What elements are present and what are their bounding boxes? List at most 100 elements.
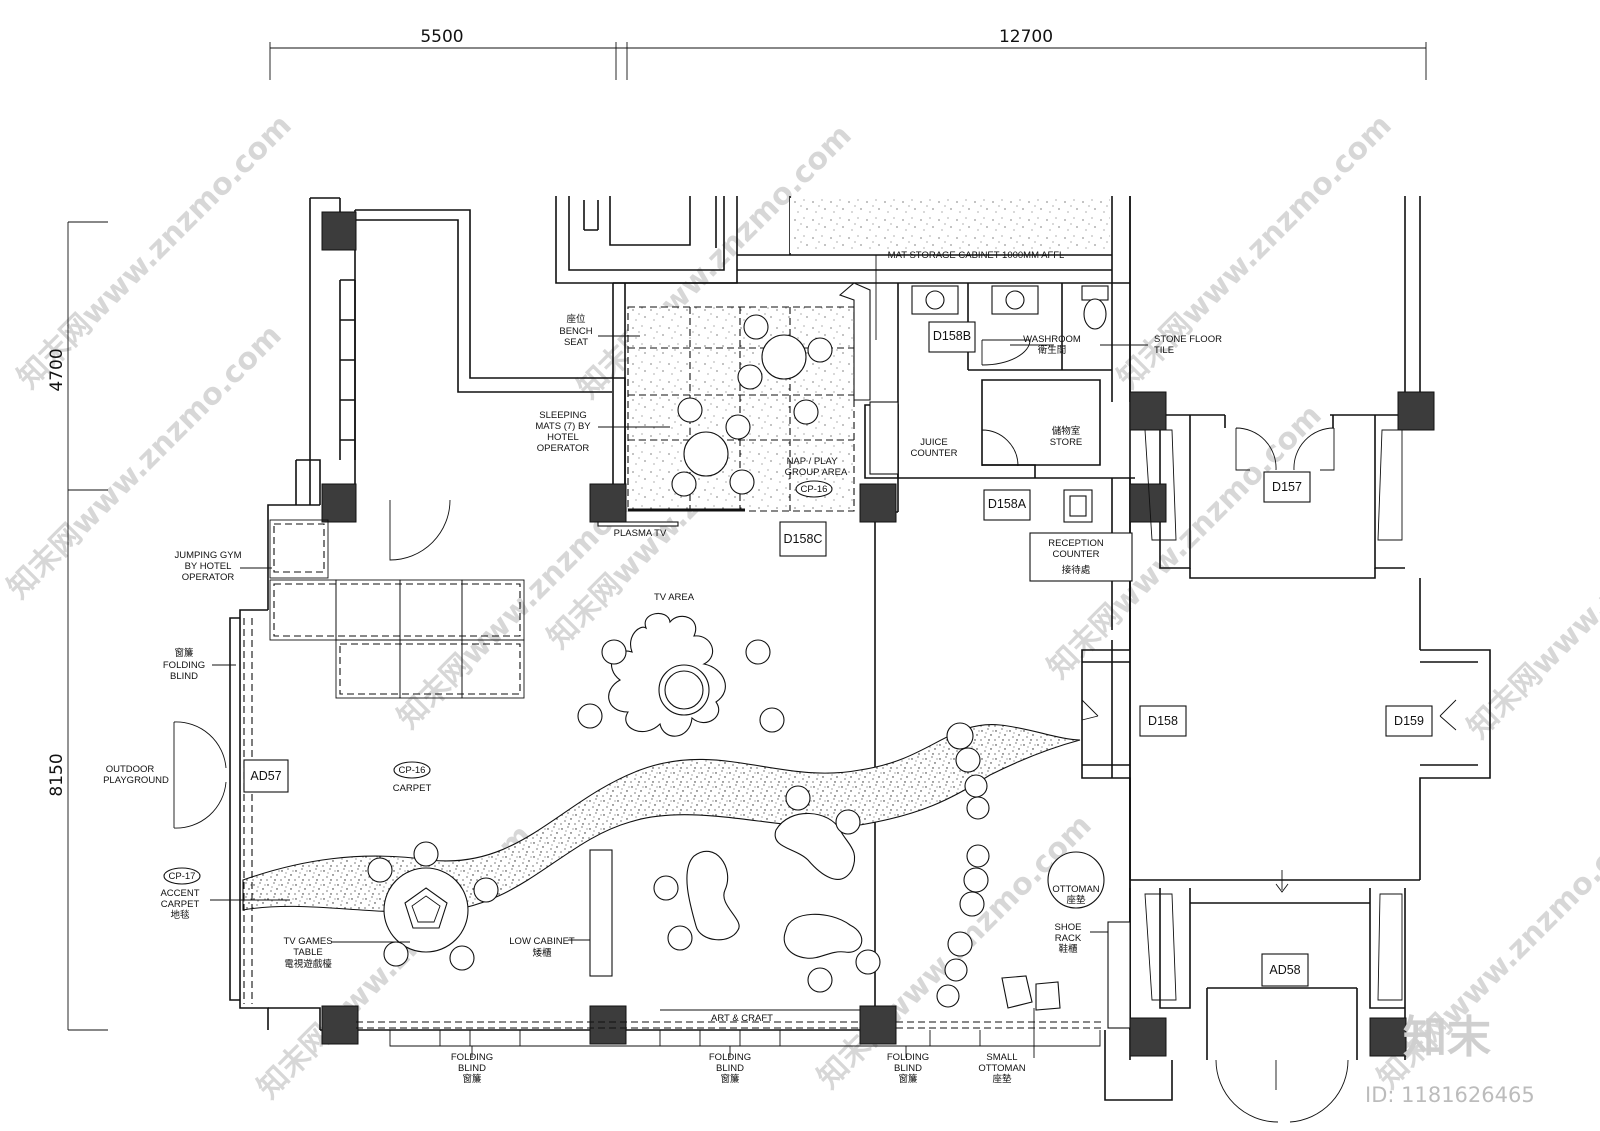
ottoman-label-cn: 座墊 — [1066, 894, 1086, 906]
folding-blind-label: BLIND — [458, 1063, 486, 1074]
image-id-watermark: ID: 1181626465 — [1365, 1083, 1535, 1107]
columns — [321, 211, 1435, 1057]
jumping-gym-label: BY HOTEL — [185, 561, 232, 572]
carpet-tags: CP-16 CP-16 CP-17 — [163, 480, 833, 885]
reception-label-cn: 接待處 — [1062, 564, 1091, 576]
folding-blind-label: FOLDING — [887, 1052, 929, 1063]
room-furniture-right — [1144, 429, 1403, 1001]
dimension-lines — [67, 42, 1427, 1031]
reception-label: COUNTER — [1053, 549, 1100, 560]
dimension-left-bottom: 8150 — [47, 753, 67, 796]
door-tag-d157: D157 — [1272, 480, 1302, 494]
ottoman — [1047, 851, 1105, 909]
nap-seating — [671, 314, 833, 497]
nap-area-label: NAP / PLAY — [787, 456, 839, 467]
plasma-tv-mount — [597, 521, 679, 527]
brand-watermark: 知末 — [1403, 1012, 1491, 1063]
leader-lines — [210, 255, 1148, 1058]
folding-blind-label: FOLDING — [451, 1052, 493, 1063]
accent-carpet — [242, 724, 1081, 913]
dimension-top-left: 5500 — [420, 27, 463, 47]
sleeping-mats-label: MATS (7) BY — [535, 421, 591, 432]
accent-carpet-label: CARPET — [161, 899, 200, 910]
jumping-gym-label: JUMPING GYM — [174, 550, 241, 561]
tv-games-table-label: TABLE — [293, 947, 322, 958]
door-tag-d158b: D158B — [933, 329, 971, 343]
watermark-text: 知末网www.znzmo.com — [1461, 458, 1600, 746]
tv-area-seating — [577, 612, 785, 737]
folding-blinds — [243, 618, 1104, 1047]
door-tag-d158a: D158A — [988, 497, 1027, 511]
nap-area-label: GROUP AREA — [785, 467, 848, 478]
shoe-rack-label: SHOE — [1055, 922, 1082, 933]
door-tag-d158c: D158C — [784, 532, 823, 546]
stone-floor-label: TILE — [1154, 345, 1174, 356]
store-label: STORE — [1050, 437, 1083, 448]
small-ottoman-label: OTTOMAN — [978, 1063, 1025, 1074]
sleeping-mats-label: SLEEPING — [539, 410, 587, 421]
room-labels: MAT STORAGE CABINET 1000MM AFFL 座位 BENCH… — [103, 250, 1222, 1085]
store-label-cn: 儲物室 — [1052, 425, 1081, 437]
small-ottoman-label-cn: 座墊 — [992, 1073, 1012, 1085]
folding-blind-label-cn: 窗簾 — [898, 1073, 918, 1085]
outdoor-playground-label: PLAYGROUND — [103, 775, 169, 786]
jumping-gym-label: OPERATOR — [182, 572, 235, 583]
juice-counter-label: JUICE — [920, 437, 947, 448]
folding-blind-label-cn: 窗簾 — [174, 647, 194, 659]
outdoor-playground-label: OUTDOOR — [106, 764, 155, 775]
washroom-fixtures — [911, 285, 1109, 467]
play-blobs — [653, 785, 881, 993]
folding-blind-label-cn: 窗簾 — [462, 1073, 482, 1085]
door-tag-d159: D159 — [1394, 714, 1424, 728]
tv-games-table-label: TV GAMES — [283, 936, 332, 947]
folding-blind-label: FOLDING — [163, 660, 205, 671]
folding-blind-label: BLIND — [716, 1063, 744, 1074]
door-tag-d158: D158 — [1148, 714, 1178, 728]
door-tags: D158B D158A D158C D157 D158 D159 AD57 AD… — [243, 321, 1433, 987]
door-tag-ad57: AD57 — [250, 769, 281, 783]
low-cabinet-label-cn: 矮櫃 — [532, 947, 552, 959]
reception-label: RECEPTION — [1048, 538, 1104, 549]
jumping-gym — [269, 519, 525, 699]
dimension-top-right: 12700 — [999, 27, 1053, 47]
folding-blind-label: FOLDING — [709, 1052, 751, 1063]
art-craft-label: ART & CRAFT — [711, 1013, 773, 1024]
small-ottoman-label: SMALL — [986, 1052, 1017, 1063]
sleeping-mats-label: HOTEL — [547, 432, 579, 443]
reception — [1029, 489, 1133, 582]
folding-blind-label: BLIND — [894, 1063, 922, 1074]
accent-carpet-label: ACCENT — [160, 888, 199, 899]
washroom-label: WASHROOM — [1023, 334, 1081, 345]
tv-games-table — [367, 841, 499, 971]
folding-blind-label-cn: 窗簾 — [720, 1073, 740, 1085]
plasma-tv-label: PLASMA TV — [614, 528, 667, 539]
juice-counter — [869, 401, 899, 475]
carpet-tag-cp16: CP-16 — [801, 484, 828, 495]
low-cabinet-label: LOW CABINET — [509, 936, 575, 947]
carpet-tag-cp16: CP-16 — [399, 765, 426, 776]
shoe-rack-label: RACK — [1055, 933, 1082, 944]
bench-seat-label-cn: 座位 — [566, 313, 586, 325]
shoe-rack — [1107, 921, 1131, 1029]
washroom-label-cn: 衛生間 — [1038, 344, 1067, 356]
low-cabinet — [589, 849, 613, 977]
sleeping-mats-label: OPERATOR — [537, 443, 590, 454]
mat-storage-label: MAT STORAGE CABINET 1000MM AFFL — [888, 250, 1065, 261]
mat-storage-cabinet — [838, 282, 871, 401]
tv-area-label: TV AREA — [654, 592, 695, 603]
stone-tile-floor — [790, 198, 1110, 253]
dimension-left-top: 4700 — [47, 348, 67, 391]
juice-counter-label: COUNTER — [911, 448, 958, 459]
bench-seat-label: SEAT — [564, 337, 588, 348]
ottoman-label: OTTOMAN — [1052, 884, 1099, 895]
accent-carpet-label-cn: 地毯 — [170, 909, 190, 921]
stone-floor-label: STONE FLOOR — [1154, 334, 1222, 345]
bench-seat-label: BENCH — [559, 326, 592, 337]
folding-blind-label: BLIND — [170, 671, 198, 682]
shoe-rack-label-cn: 鞋櫃 — [1058, 943, 1078, 955]
stepping-stools — [936, 722, 990, 1008]
carpet-tag-cp17: CP-17 — [169, 871, 196, 882]
tv-games-table-label-cn: 電視遊戲檯 — [284, 958, 332, 970]
carpet-label: CARPET — [393, 783, 432, 794]
